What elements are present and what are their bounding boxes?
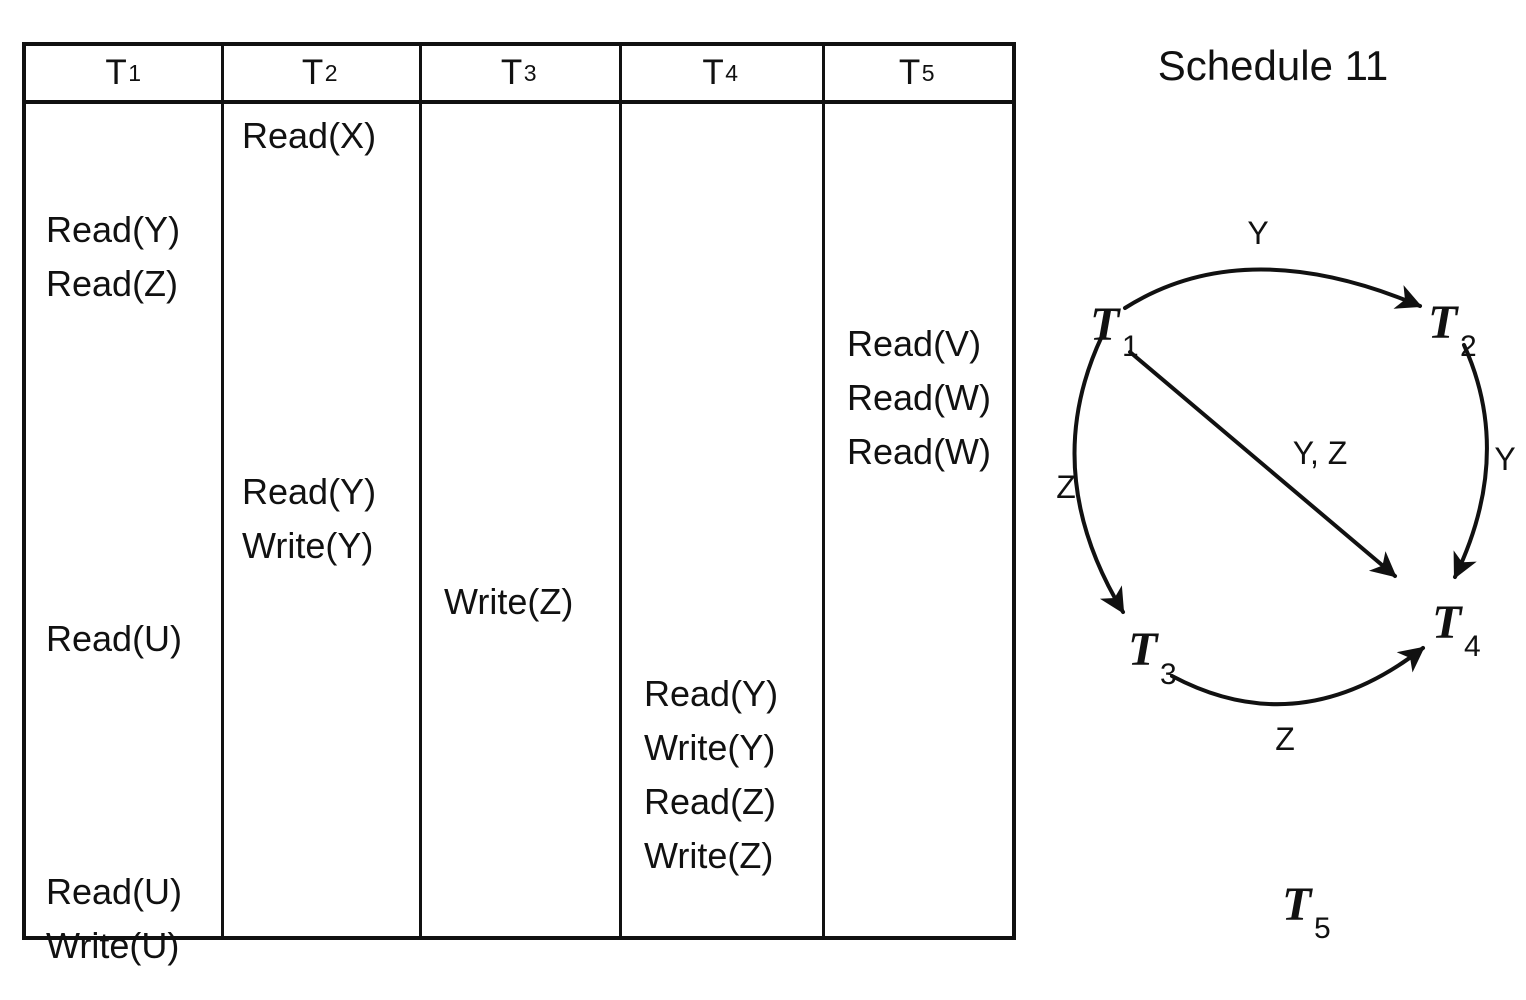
graph-node-t1: T 1 <box>1090 298 1139 363</box>
operation-cell: Read(U) <box>46 618 183 659</box>
graph-node-t2-base: T <box>1428 296 1459 349</box>
body-divider-3 <box>619 104 622 936</box>
column-header-t3-base: T <box>500 53 523 92</box>
column-header-t1-base: T <box>105 53 128 92</box>
graph-node-t2-sub: 2 <box>1460 330 1477 363</box>
column-header-t3-sub: 3 <box>523 59 538 86</box>
table-column-t4: Read(Y) Write(Y) Read(Z) Write(Z) <box>622 104 822 936</box>
precedence-graph-panel: Schedule 11 Y Z Y, Z Y Z T 1 T 2 <box>1020 0 1526 1000</box>
operation-cell: Write(Z) <box>444 581 574 622</box>
graph-node-t3-sub: 3 <box>1160 658 1177 691</box>
graph-node-t5-base: T <box>1282 878 1313 931</box>
column-header-t1-sub: 1 <box>128 59 142 86</box>
header-divider-2 <box>419 46 422 100</box>
body-divider-4 <box>822 104 825 936</box>
graph-node-t3-base: T <box>1128 623 1159 676</box>
operation-cell: Read(Z) <box>46 263 179 304</box>
operation-cell: Read(W) <box>847 431 992 472</box>
operation-cell: Read(V) <box>847 323 982 364</box>
edge-label-t3-t4: Z <box>1275 721 1295 757</box>
figure-title: Schedule 11 <box>1157 42 1389 89</box>
operation-cell: Read(U) <box>46 871 183 912</box>
graph-node-t1-sub: 1 <box>1122 330 1139 363</box>
operation-cell: Read(Y) <box>46 209 181 250</box>
table-body: Read(Y) Read(Z) Read(U) Read(U) Write(U)… <box>26 104 1012 964</box>
edge-label-t1-t2: Y <box>1247 215 1268 251</box>
graph-node-t3: T 3 <box>1128 623 1177 691</box>
graph-node-t4-base: T <box>1432 596 1463 649</box>
column-header-t4-base: T <box>702 53 725 92</box>
table-column-t3: Write(Z) <box>422 104 619 936</box>
table-column-t5: Read(V) Read(W) Read(W) <box>825 104 1012 936</box>
edge-label-t2-t4: Y <box>1494 441 1515 477</box>
edge-label-t1-t3: Z <box>1056 469 1076 505</box>
operation-cell: Write(U) <box>46 925 180 966</box>
body-divider-1 <box>221 104 224 936</box>
body-divider-2 <box>419 104 422 936</box>
operation-cell: Read(Y) <box>242 471 377 512</box>
operation-cell: Write(Z) <box>644 835 774 876</box>
edge-t1-t3 <box>1072 334 1125 614</box>
operation-cell: Write(Y) <box>242 525 374 566</box>
operation-cell: Read(Y) <box>644 673 779 714</box>
header-divider-3 <box>619 46 622 100</box>
graph-node-t1-base: T <box>1090 298 1121 351</box>
table-column-t2: Read(X) Read(Y) Write(Y) <box>224 104 419 936</box>
edge-t2-t4 <box>1453 343 1489 580</box>
graph-node-t2: T 2 <box>1428 296 1477 363</box>
edge-t1-t2 <box>1123 267 1423 310</box>
edge-t3-t4 <box>1170 646 1425 707</box>
header-divider-4 <box>822 46 825 100</box>
graph-node-t4-sub: 4 <box>1464 630 1481 663</box>
column-header-t2-sub: 2 <box>324 59 339 86</box>
graph-node-t4: T 4 <box>1432 596 1481 663</box>
edge-t1-t4 <box>1128 350 1397 578</box>
operation-cell: Read(W) <box>847 377 992 418</box>
graph-node-t5-sub: 5 <box>1314 912 1331 945</box>
operation-cell: Read(X) <box>242 115 377 156</box>
column-header-t5-sub: 5 <box>921 59 936 86</box>
graph-node-t5: T 5 <box>1282 878 1331 945</box>
precedence-graph: Y Z Y, Z Y Z T 1 T 2 T 3 T 4 T <box>1056 215 1515 945</box>
operation-cell: Read(Z) <box>644 781 777 822</box>
table-column-t1: Read(Y) Read(Z) Read(U) Read(U) Write(U) <box>26 104 221 964</box>
operation-cell: Write(Y) <box>644 727 776 768</box>
edge-label-t1-t4: Y, Z <box>1293 435 1348 471</box>
column-header-t4-sub: 4 <box>725 59 739 86</box>
column-header-t2-base: T <box>301 53 324 92</box>
header-divider-1 <box>221 46 224 100</box>
column-header-t5-base: T <box>898 53 921 92</box>
